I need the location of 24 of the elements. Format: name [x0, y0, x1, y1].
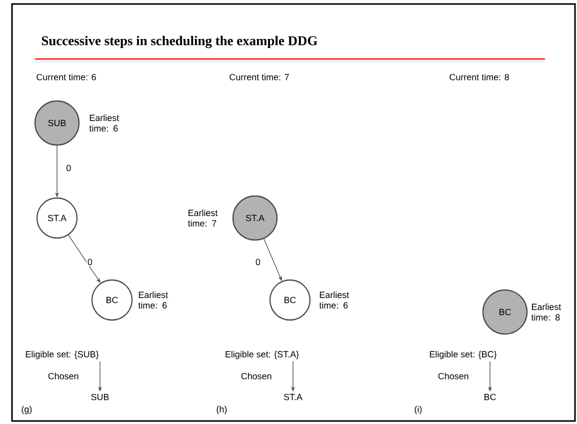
time-note: Earliest time: 6	[89, 114, 120, 132]
time-heading: Current time: 6	[36, 74, 96, 80]
time-note: Earliest time: 7	[188, 209, 218, 227]
edge-label: Chosen	[241, 372, 272, 380]
edge-label: 0	[86, 258, 94, 266]
panel-letter: (h)	[216, 406, 227, 414]
time-note: Earliest time: 6	[138, 291, 168, 309]
time-note: Earliest time: 6	[319, 291, 350, 309]
panel-letter: (i)	[414, 406, 422, 414]
edge-label: Chosen	[438, 372, 468, 380]
set-text: Eligible set: {SUB}	[26, 350, 99, 360]
time-note: Earliest time: 8	[531, 303, 562, 321]
set-text: SUB	[91, 394, 109, 400]
set-text: ST.A	[284, 394, 302, 400]
time-heading: Current time: 8	[450, 74, 509, 80]
title: Successive steps in scheduling the example DDG	[42, 36, 318, 48]
set-text: BC	[484, 394, 496, 400]
edge-label: Chosen	[48, 372, 78, 380]
set-text: Eligible set: {BC}	[430, 350, 497, 360]
edge-label: 0	[65, 164, 72, 172]
edge-label: 0	[254, 258, 262, 266]
set-text: Eligible set: {ST.A}	[226, 350, 299, 360]
panel-letter: (g)	[22, 406, 32, 414]
time-heading: Current time: 7	[230, 74, 289, 80]
